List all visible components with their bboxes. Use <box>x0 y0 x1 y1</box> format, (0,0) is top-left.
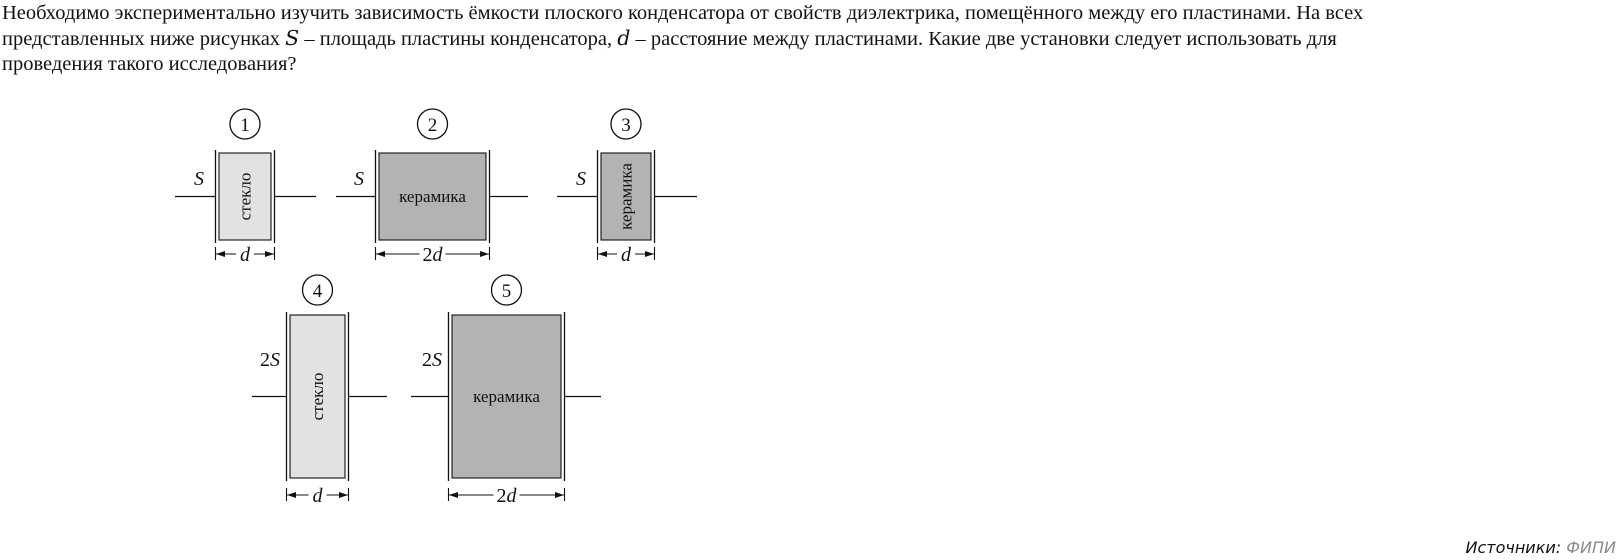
source-link[interactable]: ФИПИ <box>1566 538 1616 557</box>
dielectric-slab <box>600 152 652 241</box>
plate-area-label: 2S <box>260 349 280 371</box>
question-line-2-part-3: – расстояние между пластинами. Какие две… <box>635 28 1337 50</box>
dielectric-slab <box>218 152 272 241</box>
plate-gap-label: d <box>313 485 324 507</box>
dielectric-material-label: керамика <box>399 187 466 206</box>
dielectric-material-label: стекло <box>236 173 255 221</box>
capacitor-setup-1: 1 стекло Sd <box>175 108 316 266</box>
distance-symbol: d <box>617 26 631 50</box>
dielectric-slab <box>378 152 487 241</box>
plate-gap-label: d <box>240 244 251 266</box>
capacitor-setup-3: 3 керамика Sd <box>557 108 697 266</box>
question-text: Необходимо экспериментально изучить зави… <box>2 1 1612 77</box>
setup-number: 4 <box>313 281 323 302</box>
capacitor-setup-4: 4 стекло 2S d <box>252 274 387 507</box>
plate-area-label: 2S <box>422 349 442 371</box>
plate-gap-label: d <box>621 244 632 266</box>
plate-area-label: S <box>576 168 586 190</box>
dielectric-slab <box>289 314 346 479</box>
capacitor-setup-5: 5 керамика 2S 2d <box>411 274 601 507</box>
plate-area-label: S <box>354 168 364 190</box>
setup-number: 2 <box>428 115 438 136</box>
source-label: Источники: <box>1465 538 1562 557</box>
dielectric-material-label: керамика <box>473 387 540 406</box>
setup-number: 1 <box>240 115 250 136</box>
plate-area-label: S <box>194 168 204 190</box>
setup-number-circle <box>610 108 642 140</box>
question-line-2: представленных ниже рисунках S – площадь… <box>2 26 1612 52</box>
setup-number-circle <box>301 274 334 306</box>
plate-gap-label: 2d <box>497 485 518 507</box>
setup-number-circle <box>416 108 449 140</box>
dielectric-material-label: стекло <box>308 373 327 421</box>
setup-number-circle <box>490 274 523 306</box>
setup-number: 5 <box>502 281 512 302</box>
question-line-2-part-1: представленных ниже рисунках <box>2 28 281 50</box>
area-symbol: S <box>285 26 300 50</box>
capacitor-setup-2: 2 керамика S 2d <box>336 108 528 266</box>
setup-number-circle <box>229 108 261 140</box>
question-line-3: проведения такого исследования? <box>2 53 297 75</box>
source-credit: Источники: ФИПИ <box>1466 538 1616 557</box>
plate-gap-label: 2d <box>423 244 444 266</box>
question-line-1: Необходимо экспериментально изучить зави… <box>2 2 1364 24</box>
setup-number: 3 <box>621 115 631 136</box>
dielectric-material-label: керамика <box>617 163 636 230</box>
dielectric-slab <box>451 314 562 479</box>
question-line-2-part-2: – площадь пластины конденсатора, <box>304 28 613 50</box>
